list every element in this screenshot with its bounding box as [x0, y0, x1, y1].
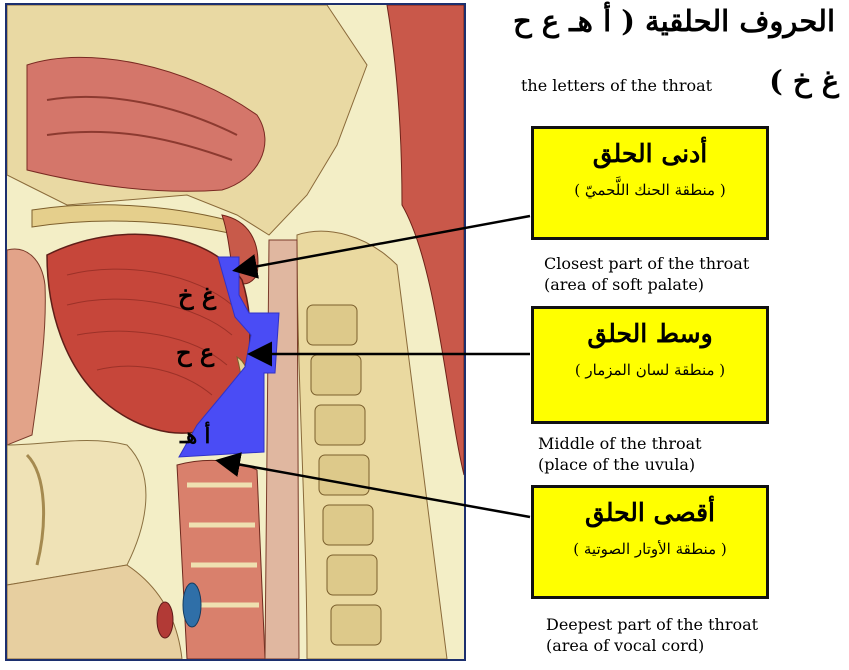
- zone-box-closest: أدنى الحلق ( منطقة الحنك اللَّحميّ ): [531, 126, 769, 240]
- zone-box-middle: وسط الحلق ( منطقة لسان المزمار ): [531, 306, 769, 424]
- zone-area-closest: ( منطقة الحنك اللَّحميّ ): [534, 179, 766, 201]
- zone-area-deepest: ( منطقة الأوتار الصوتية ): [534, 538, 766, 560]
- letters-middle-label: ع ح: [176, 338, 214, 367]
- zone-name-closest: أدنى الحلق: [534, 137, 766, 171]
- anatomy-illustration: [5, 3, 466, 661]
- subtitle-row: the letters of the throat غ خ ): [521, 66, 839, 106]
- letters-deepest-label: أ هـ: [180, 423, 210, 448]
- zone-caption-closest: Closest part of the throat (area of soft…: [544, 253, 749, 295]
- zone-box-deepest: أقصى الحلق ( منطقة الأوتار الصوتية ): [531, 485, 769, 599]
- zone-caption-middle: Middle of the throat (place of the uvula…: [538, 433, 702, 475]
- letters-closest-label: غ خ: [178, 281, 216, 310]
- title-arabic: الحروف الحلقية ( أ هـ ع ح: [513, 4, 835, 38]
- head-neck-cross-section: [7, 5, 464, 659]
- zone-caption-deepest: Deepest part of the throat (area of voca…: [546, 614, 758, 656]
- subtitle-arabic: غ خ ): [769, 64, 839, 98]
- zone-area-middle: ( منطقة لسان المزمار ): [534, 359, 766, 381]
- subtitle-english: the letters of the throat: [521, 76, 712, 95]
- zone-name-middle: وسط الحلق: [534, 317, 766, 351]
- zone-name-deepest: أقصى الحلق: [534, 496, 766, 530]
